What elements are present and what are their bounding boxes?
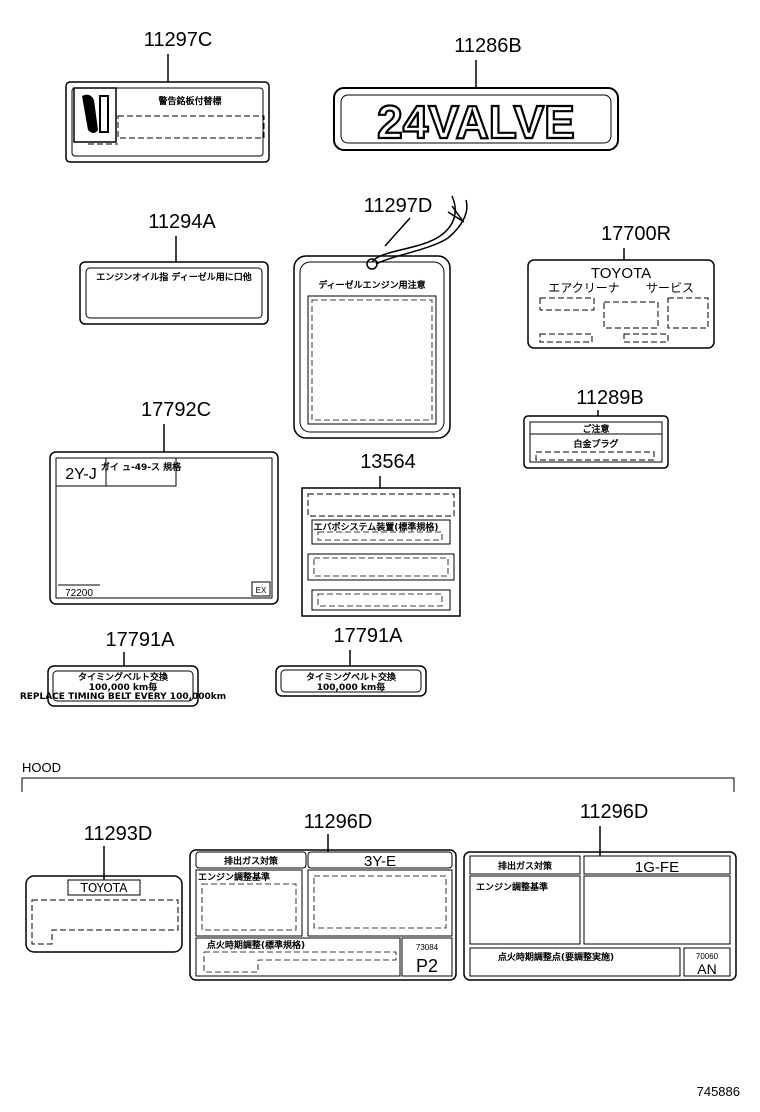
part-number-17791A-right: 17791A [334, 625, 404, 647]
part-number-11289B: 11289B [576, 387, 643, 409]
leader-line [384, 217, 411, 247]
label-13564: エバポシステム装置(標準規格) [301, 487, 461, 617]
part-number-11297C: 11297C [144, 29, 213, 51]
brand-text: TOYOTA [591, 265, 651, 282]
part-number-11286B: 11286B [454, 35, 521, 57]
tag-hole [366, 258, 378, 270]
label-17791A-left: タイミングベルト交換 100,000 km毎 REPLACE TIMING BE… [20, 665, 226, 707]
corner-text: EX [256, 586, 267, 595]
tag-11297D: ディーゼルエンジン用注意 [293, 255, 451, 439]
tag-text: ディーゼルエンジン用注意 [318, 279, 425, 291]
sub-text: エンジン調整基準 [198, 871, 270, 883]
brand-text: TOYOTA [80, 881, 129, 895]
line2-text: 100,000 km毎 [89, 681, 158, 693]
part-number-11296D-left: 11296D [304, 811, 373, 833]
line1-text: タイミングベルト交換 [306, 671, 397, 683]
emblem-11286B: 24VALVE [333, 87, 619, 151]
line1-text: タイミングベルト交換 [78, 671, 169, 683]
part-number-17791A-left: 17791A [106, 629, 176, 651]
line2-text: 白金プラグ [573, 438, 618, 450]
emblem-text: 24VALVE [377, 96, 575, 148]
line1-text: ご注意 [582, 423, 609, 435]
label-text: 警告銘板付替標 [158, 95, 221, 107]
section-bracket [21, 777, 735, 792]
bottom-text: 点火時期調整(標準規格) [207, 939, 305, 951]
engine-text: 2Y-J [65, 466, 96, 483]
label-17700R: TOYOTA エアクリーナ サービス [527, 259, 715, 349]
label-17792C: 2Y-J ガイ ュ-49-ス 規格 72200 EX [49, 451, 279, 605]
tag-string [371, 195, 468, 265]
code-text: 72200 [65, 588, 93, 599]
sub-text: エンジン調整基準 [476, 881, 548, 893]
code-text: 73084 [416, 943, 439, 952]
part-number-11296D-right: 11296D [580, 801, 649, 823]
right-label-text: サービス [646, 281, 694, 295]
part-number-11294A: 11294A [148, 211, 216, 233]
line3-text: REPLACE TIMING BELT EVERY 100,000km [20, 692, 226, 702]
engine-text: 1G-FE [635, 859, 679, 876]
note-text: ガイ ュ-49-ス 規格 [101, 461, 182, 473]
grade-text: P2 [416, 956, 438, 976]
label-11297C: 警告銘板付替標 [65, 81, 270, 163]
label-11294A: エンジンオイル指 ディーゼル用に口他 [79, 261, 269, 325]
part-number-13564: 13564 [360, 451, 416, 473]
section-label: HOOD [22, 760, 61, 775]
grade-text: AN [697, 961, 716, 977]
bottom-text: 点火時期調整点(要調整実施) [498, 951, 614, 963]
label-11296D-right: 排出ガス対策 1G-FE エンジン調整基準 点火時期調整点(要調整実施) 700… [463, 851, 737, 981]
label-text: エンジンオイル指 ディーゼル用に口他 [96, 271, 252, 283]
header-text: 排出ガス対策 [224, 855, 279, 867]
part-number-17700R: 17700R [601, 223, 671, 245]
line2-text: 100,000 km毎 [317, 681, 386, 693]
label-17791A-right: タイミングベルト交換 100,000 km毎 [275, 665, 427, 697]
label-11289B: ご注意 白金プラグ [523, 415, 669, 469]
left-label-text: エアクリーナ [548, 281, 619, 295]
header-text: 排出ガス対策 [498, 860, 553, 872]
label-text: エバポシステム装置(標準規格) [314, 521, 439, 533]
label-11293D: TOYOTA [25, 875, 183, 953]
part-number-17792C: 17792C [141, 399, 211, 421]
wrench-tool-icon [73, 87, 117, 143]
part-number-11293D: 11293D [84, 823, 153, 845]
part-number-11297D: 11297D [364, 195, 433, 217]
code-text: 70060 [696, 952, 719, 961]
engine-text: 3Y-E [364, 853, 396, 870]
diagram-id: 745886 [697, 1084, 740, 1099]
label-11296D-left: 排出ガス対策 3Y-E エンジン調整基準 点火時期調整(標準規格) 73084 … [189, 849, 457, 981]
